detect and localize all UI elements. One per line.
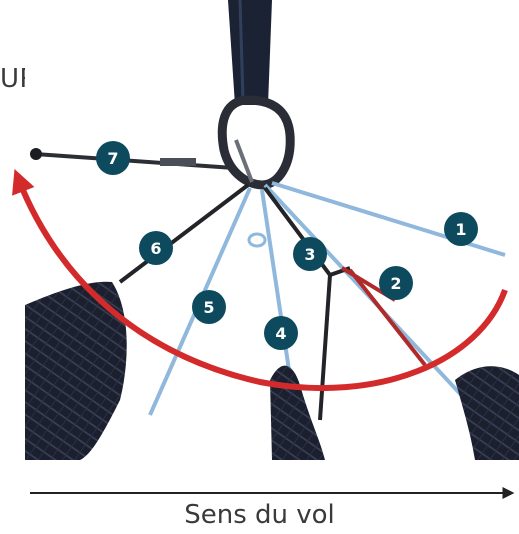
line-7-bar [34, 152, 235, 170]
marker-number: 2 [390, 274, 401, 293]
marker-circle [192, 290, 226, 324]
marker-circle [264, 316, 298, 350]
marker-3: 3 [293, 237, 327, 271]
marker-2: 2 [379, 266, 413, 300]
marker-number: 4 [275, 324, 286, 343]
marker-circle [444, 212, 478, 246]
marker-number: 7 [107, 149, 118, 168]
marker-circle [96, 141, 130, 175]
harness-mesh-left [25, 281, 127, 460]
marker-7: 7 [96, 141, 130, 175]
marker-circle [379, 266, 413, 300]
marker-circle [293, 237, 327, 271]
marker-number: 6 [150, 239, 161, 258]
red-curved-arrow [12, 169, 508, 392]
marker-6: 6 [139, 231, 173, 265]
marker-number: 5 [203, 298, 214, 317]
harness-mesh-center [270, 365, 325, 460]
marker-number: 1 [455, 220, 466, 239]
marker-number: 3 [304, 245, 315, 264]
pulley-ring [247, 232, 267, 248]
harness-mesh-right [455, 366, 519, 460]
carabiner [217, 95, 295, 190]
top-strap [228, 0, 272, 105]
marker-5: 5 [192, 290, 226, 324]
marker-4: 4 [264, 316, 298, 350]
marker-1: 1 [444, 212, 478, 246]
marker-circle [139, 231, 173, 265]
flight-direction-label: Sens du vol [184, 500, 335, 530]
